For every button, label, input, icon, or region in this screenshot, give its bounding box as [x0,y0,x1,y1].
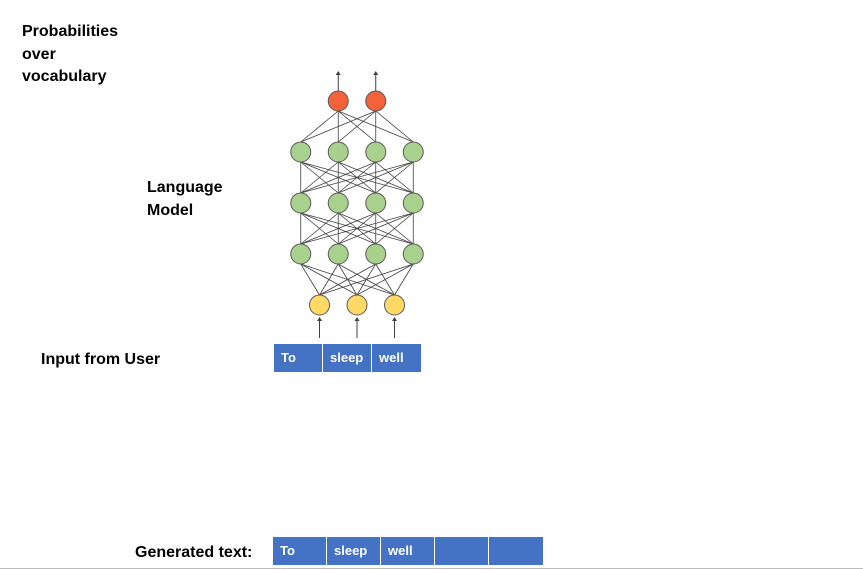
output-arrow-icon [373,71,379,91]
network-nodes [290,90,424,316]
input-node [346,294,368,316]
input-arrow-icon [317,317,322,338]
hidden-node [402,141,424,163]
network-edge [300,212,414,245]
generated-token-empty [435,537,489,565]
network-arrows [317,71,397,338]
input-arrow-icon [392,317,397,338]
hidden-node [290,141,312,163]
input-token-row: To sleep well [274,344,421,372]
hidden-node [402,192,424,214]
network-edge [300,263,395,296]
hidden-node [290,192,312,214]
input-node [309,294,330,316]
network-edge [300,161,376,194]
hidden-node [327,192,349,214]
network-edge [338,110,414,143]
network-edge [338,263,395,296]
network-edge [300,161,339,194]
network-edge [338,212,414,245]
probabilities-label: Probabilities over vocabulary [22,23,119,85]
hidden-node [365,243,387,265]
network-edge [300,212,339,245]
hidden-node [402,243,424,265]
hidden-node [327,141,349,163]
generated-token: well [381,537,435,565]
network-edge [375,212,414,245]
input-token: sleep [323,344,372,372]
input-token: well [372,344,421,372]
input-node [384,294,405,316]
network-edge [337,110,377,143]
generated-token: To [273,537,327,565]
input-token: To [274,344,323,372]
network-edge [300,110,339,143]
network-edge [338,161,414,194]
output-node [327,90,349,112]
network-edge [300,263,320,296]
generated-token-empty [489,537,543,565]
network-edges [300,110,414,296]
network-edge [375,161,414,194]
generated-text-label: Generated text: [135,544,253,561]
output-arrow-icon [335,71,341,91]
hidden-node [365,192,387,214]
input-arrow-icon [354,317,360,338]
hidden-node [327,243,349,265]
hidden-node [290,243,312,265]
generated-token: sleep [327,537,381,565]
network-edge [300,263,358,296]
language-model-label: Language Model [147,179,223,219]
network-edge [394,263,414,296]
output-node [365,90,387,112]
hidden-node [365,141,387,163]
bottom-divider [0,568,863,569]
network-edge [375,263,395,296]
network-edge [375,110,414,143]
input-from-user-label: Input from User [41,351,161,368]
network-edge [300,212,376,245]
network-edge [300,161,414,194]
generated-token-row: To sleep well [273,537,543,565]
